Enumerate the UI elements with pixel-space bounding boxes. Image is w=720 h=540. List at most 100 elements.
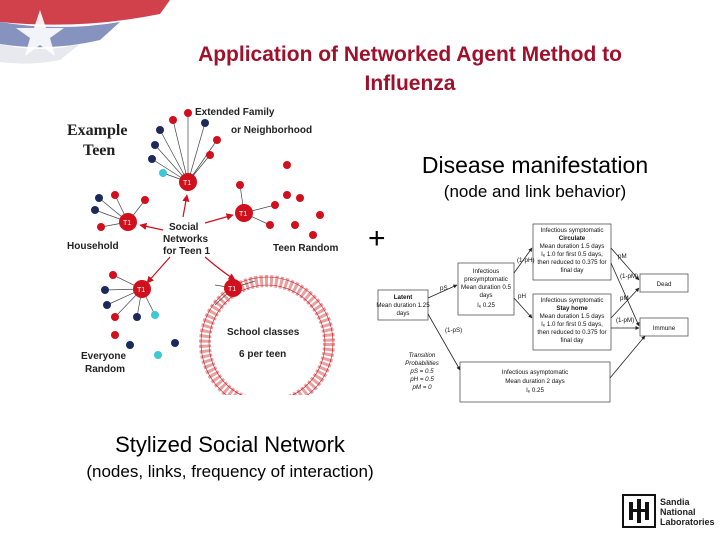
immune-label: Immune <box>653 325 676 332</box>
flag-banner <box>0 0 170 64</box>
symptomatic-circulate-text: Infectious symptomatic Circulate Mean du… <box>537 227 606 274</box>
svg-text:Circulate: Circulate <box>559 235 586 242</box>
hub-school-label: T1 <box>228 286 236 293</box>
svg-text:then reduced to 0.375 for: then reduced to 0.375 for <box>537 329 606 336</box>
svg-text:Iₑ 0.25: Iₑ 0.25 <box>526 387 544 394</box>
svg-text:Transition: Transition <box>409 352 436 359</box>
social-label-1: Social <box>169 222 199 233</box>
social-label-2: Networks <box>163 234 208 245</box>
svg-text:pS = 0.5: pS = 0.5 <box>409 368 434 375</box>
hub-extended <box>179 173 197 191</box>
svg-text:Mean duration 2 days: Mean duration 2 days <box>505 378 565 385</box>
flag-stripe-white <box>0 44 80 64</box>
presymptomatic-text: Infectious presymptomatic Mean duration … <box>461 268 511 309</box>
manifestation-subtitle: (node and link behavior) <box>443 182 627 201</box>
asymptomatic-box <box>459 361 611 403</box>
everyone-label-1: Everyone <box>81 351 126 362</box>
edge-pm-2: pM <box>620 295 629 302</box>
school-classes-ring: T1 School classes 6 per teen <box>199 275 335 395</box>
svg-text:presymptomatic: presymptomatic <box>464 276 508 283</box>
example-label-2: Teen <box>83 142 115 159</box>
edge-ps: pS <box>440 285 448 292</box>
svg-text:Infectious symptomatic: Infectious symptomatic <box>541 227 604 234</box>
immune-box <box>639 317 689 337</box>
svg-text:Infectious asymptomatic: Infectious asymptomatic <box>502 369 568 376</box>
symptomatic-circulate-box <box>532 223 612 281</box>
svg-text:Latent: Latent <box>394 294 413 301</box>
svg-text:days: days <box>396 310 409 317</box>
svg-text:pH = 0.5: pH = 0.5 <box>409 376 434 383</box>
social-network-diagram: Example Teen Extended Family or Neighbor… <box>67 107 338 395</box>
example-label-1: Example <box>67 122 127 139</box>
svg-text:Mean duration 1.5 days: Mean duration 1.5 days <box>540 313 605 320</box>
transition-text: Transition Probabilities pS = 0.5 pH = 0… <box>405 352 439 391</box>
flag-stripe-blue <box>0 22 120 48</box>
svg-text:Infectious symptomatic: Infectious symptomatic <box>541 297 604 304</box>
edge-1-pm-2: (1-pM) <box>616 317 634 324</box>
hub-everyone-label: T1 <box>137 287 145 294</box>
hub-extended-label: T1 <box>183 180 191 187</box>
edge-1-ps: (1-pS) <box>445 327 462 334</box>
svg-text:Iₑ 1.0 for first 0.5 days,: Iₑ 1.0 for first 0.5 days, <box>541 251 603 258</box>
edge-ph: pH <box>518 293 526 300</box>
hub-everyone <box>133 280 151 298</box>
presymptomatic-box <box>457 262 515 316</box>
household-cluster: T1 <box>91 191 149 231</box>
svg-text:Stay home: Stay home <box>556 305 588 312</box>
school-label-1: School classes <box>227 327 300 338</box>
manifestation-heading: Disease manifestation (node and link beh… <box>400 150 670 204</box>
social-center: Social Networks for Teen 1 <box>139 194 236 284</box>
slide-title: Application of Networked Agent Method to… <box>130 40 690 98</box>
edge-1-ph: (1-pH) <box>517 257 535 264</box>
svg-text:Infectious: Infectious <box>473 268 499 275</box>
asymptomatic-text: Infectious asymptomatic Mean duration 2 … <box>502 369 568 394</box>
svg-text:then reduced to 0.375 for: then reduced to 0.375 for <box>537 259 606 266</box>
title-line-2: Influenza <box>364 72 456 95</box>
logo-line-1: Sandia <box>660 497 690 507</box>
extended-family-label-2: or Neighborhood <box>231 125 312 136</box>
everyone-label-2: Random <box>85 364 125 375</box>
teen-random-cluster: T1 <box>235 181 324 239</box>
hub-household-label: T1 <box>123 220 131 227</box>
svg-text:final day: final day <box>560 267 584 274</box>
title-line-1: Application of Networked Agent Method to <box>198 43 622 66</box>
latent-text: Latent Mean duration 1.25 days <box>376 294 430 317</box>
network-caption: Stylized Social Network (nodes, links, f… <box>30 430 430 484</box>
hub-teen-random <box>235 204 253 222</box>
network-caption-title: Stylized Social Network <box>115 432 345 457</box>
svg-text:Mean duration 1.5 days: Mean duration 1.5 days <box>540 243 605 250</box>
edge-labels: pS (1-pS) (1-pH) pH pM (1-pM) pM (1-pM) <box>440 253 638 334</box>
svg-text:final day: final day <box>560 337 584 344</box>
everyone-random-cluster: T1 <box>101 271 179 359</box>
disease-flow-diagram: Latent Mean duration 1.25 days Infectiou… <box>376 223 689 403</box>
manifestation-title: Disease manifestation <box>421 152 649 178</box>
logo-line-3: Laboratories <box>660 517 715 527</box>
svg-text:Iₑ 0.25: Iₑ 0.25 <box>477 302 495 309</box>
svg-text:days: days <box>479 292 492 299</box>
symptomatic-stayhome-text: Infectious symptomatic Stay home Mean du… <box>537 297 606 344</box>
symptomatic-stayhome-box <box>532 293 612 351</box>
svg-text:pM = 0: pM = 0 <box>411 384 432 391</box>
logo-line-2: National <box>660 507 696 517</box>
hub-teen-random-label: T1 <box>239 211 247 218</box>
star-icon <box>16 10 64 56</box>
social-label-3: for Teen 1 <box>163 246 210 257</box>
sandia-logo-text: Sandia National Laboratories <box>660 497 715 527</box>
extended-family-cluster: T1 <box>148 109 221 191</box>
network-caption-subtitle: (nodes, links, frequency of interaction) <box>86 462 374 481</box>
school-label-2: 6 per teen <box>239 349 286 360</box>
svg-text:Mean duration 0.5: Mean duration 0.5 <box>461 284 511 291</box>
thunderbird-icon <box>629 499 649 523</box>
dead-label: Dead <box>657 281 672 288</box>
latent-box <box>377 289 429 321</box>
sandia-logo <box>622 494 656 528</box>
plus-sign: + <box>368 222 386 255</box>
flag-stripe-red <box>0 0 170 25</box>
edge-pm-1: pM <box>618 253 627 260</box>
svg-text:Iₑ 1.0 for first 0.5 days,: Iₑ 1.0 for first 0.5 days, <box>541 321 603 328</box>
edge-1-pm-1: (1-pM) <box>620 273 638 280</box>
extended-family-label-1: Extended Family <box>195 107 275 118</box>
teen-random-label: Teen Random <box>273 243 338 254</box>
hub-household <box>119 213 137 231</box>
svg-text:Probabilities: Probabilities <box>405 360 439 367</box>
